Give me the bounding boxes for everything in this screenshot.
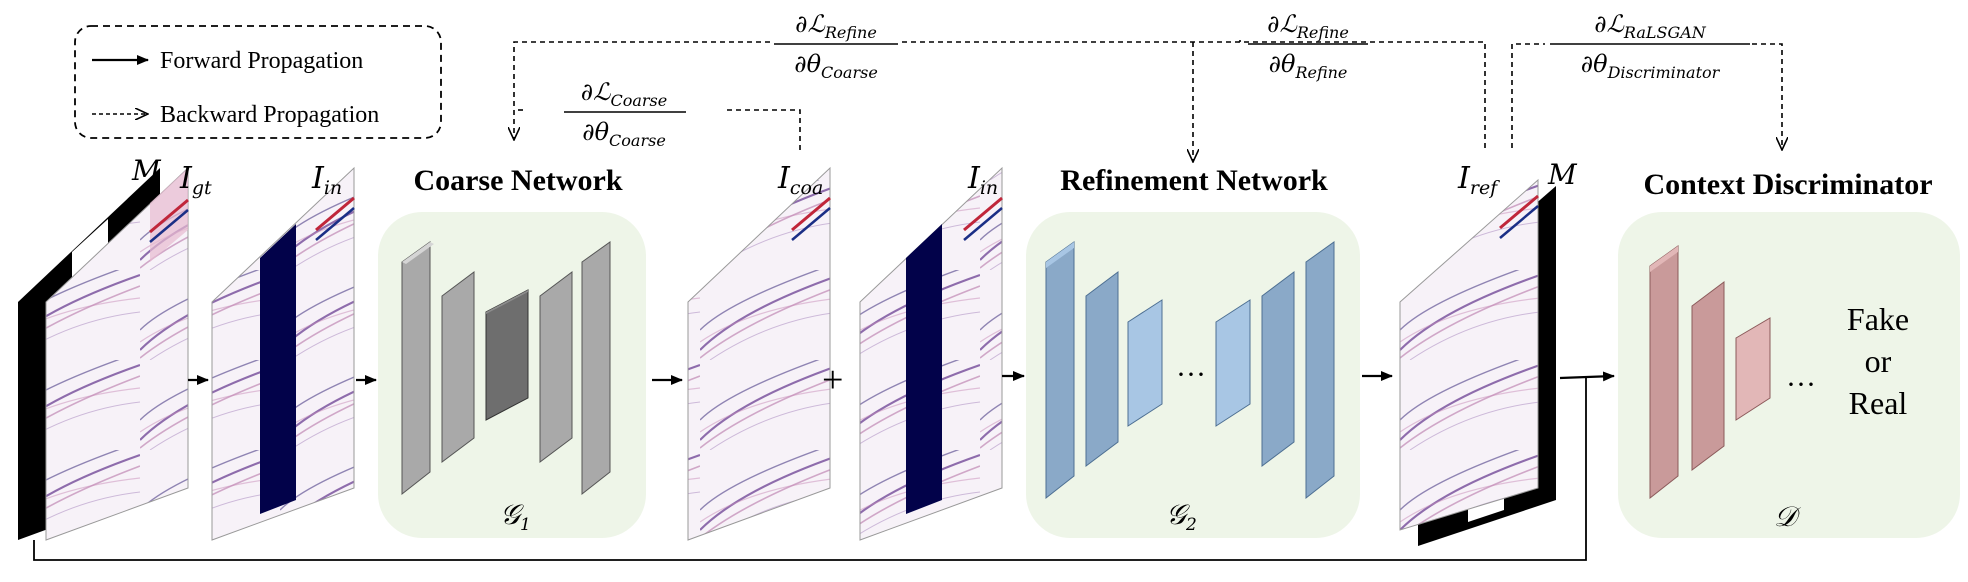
- legend-box: [74, 25, 442, 139]
- context-discriminator-title: Context Discriminator: [1643, 168, 1932, 201]
- gradient-discriminator: ∂ℒRaLSGAN ∂θDiscriminator: [1550, 10, 1750, 82]
- coarse-output-label: Icoa: [777, 161, 823, 199]
- discriminator-ellipsis: ···: [1786, 368, 1816, 401]
- context-discriminator-layers: ···: [1649, 245, 1816, 500]
- backward-propagation-lines: [514, 40, 1782, 162]
- ground-truth-label: Igt: [179, 161, 212, 199]
- mask-label-left: M: [131, 154, 162, 187]
- forward-arrow: [1559, 371, 1615, 382]
- masked-input-image: [211, 166, 355, 541]
- skip-connection-line: [33, 378, 1587, 561]
- svg-text:∂θDiscriminator: ∂θDiscriminator: [1581, 50, 1721, 82]
- svg-text:∂θCoarse: ∂θCoarse: [582, 118, 666, 150]
- mask-label-right: M: [1547, 158, 1578, 191]
- gradient-refine-from-refine: ∂ℒRefine ∂θRefine: [1248, 10, 1368, 82]
- svg-text:∂ℒRaLSGAN: ∂ℒRaLSGAN: [1594, 10, 1707, 42]
- refined-output-image: [1399, 178, 1539, 531]
- coarse-network-title: Coarse Network: [413, 164, 622, 197]
- svg-text:∂θCoarse: ∂θCoarse: [794, 50, 878, 82]
- legend-backward-label: Backward Propagation: [160, 102, 379, 128]
- fake-label: Fake: [1847, 301, 1909, 337]
- or-label: or: [1865, 343, 1892, 379]
- gradient-coarse-from-refine: ∂ℒRefine ∂θCoarse: [774, 10, 898, 82]
- masked-input-image-copy: [859, 166, 1003, 541]
- refinement-network-layers: ···: [1045, 241, 1335, 500]
- refined-output-label: Iref: [1457, 161, 1500, 199]
- gradient-coarse-from-coarse: ∂ℒCoarse ∂θCoarse: [564, 78, 686, 150]
- svg-text:∂ℒRefine: ∂ℒRefine: [1267, 10, 1349, 42]
- ground-truth-image: [45, 166, 189, 541]
- legend: Forward Propagation Backward Propagation: [74, 25, 442, 139]
- refinement-ellipsis: ···: [1176, 358, 1206, 391]
- real-label: Real: [1849, 385, 1908, 421]
- svg-text:∂ℒCoarse: ∂ℒCoarse: [581, 78, 667, 110]
- legend-forward-label: Forward Propagation: [160, 48, 363, 74]
- refinement-network-title: Refinement Network: [1060, 164, 1328, 197]
- coarse-network-layers: [401, 241, 611, 496]
- svg-text:∂θRefine: ∂θRefine: [1269, 50, 1348, 82]
- plus-sign: +: [822, 359, 843, 401]
- svg-text:∂ℒRefine: ∂ℒRefine: [795, 10, 877, 42]
- masked-input-label-copy: Iin: [967, 161, 998, 199]
- coarse-output-image: [687, 166, 831, 541]
- masked-input-label: Iin: [311, 161, 342, 199]
